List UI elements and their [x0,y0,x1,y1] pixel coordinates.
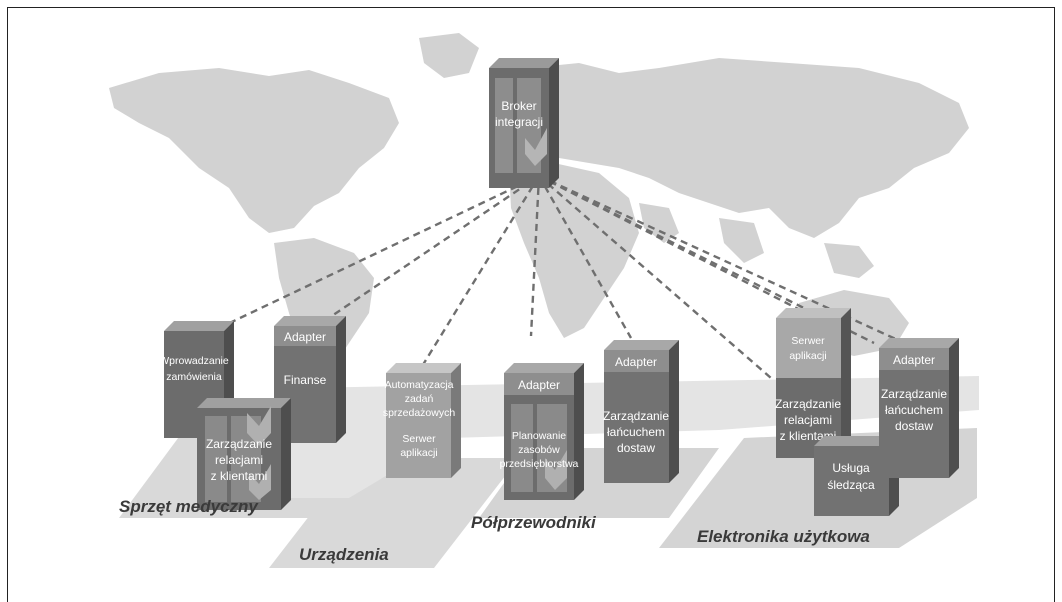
tracking-label-line2: śledząca [827,478,875,492]
app-server-right-label-line1: Serwer [791,335,825,347]
finance-label: Finanse [284,373,327,387]
region-label-devices: Urządzenia [299,545,389,564]
app-server-mid-label-line2: aplikacji [400,447,437,459]
sales-automation-label-line2: zadań [405,393,434,405]
scm-mid-label-line1: Zarządzanie [603,409,669,423]
sales-automation-label-line3: sprzedażowych [383,407,456,419]
adapter-finance-label: Adapter [284,330,326,344]
adapter-scm-mid-label: Adapter [615,355,657,369]
module-crm-right: Serwer aplikacji Zarządzanie relacjami z… [775,308,851,458]
order-entry-label-line1: Wprowadzanie [159,355,229,367]
module-crm-left: Zarządzanie relacjami z klientami [197,398,291,510]
integration-diagram: Broker integracji Wprowadzanie zamówieni… [99,28,982,583]
adapter-scm-right-label: Adapter [893,353,935,367]
region-label-medical: Sprzęt medyczny [119,497,259,516]
scm-mid-label-line2: łańcuchem [607,425,665,439]
crm-left-label-line2: relacjami [215,453,263,467]
region-label-consumer-electronics: Elektronika użytkowa [697,527,870,546]
region-label-semiconductors: Półprzewodniki [471,513,597,532]
module-order-entry: Wprowadzanie zamówienia [159,321,234,438]
module-finance: Adapter Finanse [274,316,346,443]
module-scm-mid: Adapter Zarządzanie łańcuchem dostaw [603,340,679,483]
erp-label-line1: Planowanie [512,430,566,442]
module-sales-automation: Automatyzacja zadań sprzedażowych Serwer… [383,363,461,478]
scm-right-label-line2: łańcuchem [885,403,943,417]
broker-server: Broker integracji [489,58,559,188]
crm-right-label-line1: Zarządzanie [775,397,841,411]
app-server-right-label-line2: aplikacji [789,350,826,362]
crm-left-label-line3: z klientami [211,469,268,483]
broker-label-line2: integracji [495,115,543,129]
tracking-label-line1: Usługa [832,461,870,475]
erp-label-line2: zasobów [518,444,560,456]
module-erp: Adapter Planowanie zasobów przedsiębiors… [500,363,584,500]
app-server-mid-label-line1: Serwer [402,433,436,445]
adapter-erp-label: Adapter [518,378,560,392]
crm-left-label-line1: Zarządzanie [206,437,272,451]
crm-right-label-line2: relacjami [784,413,832,427]
module-scm-right: Adapter Zarządzanie łańcuchem dostaw [879,338,959,478]
sales-automation-label-line1: Automatyzacja [385,379,454,391]
scm-right-label-line3: dostaw [895,419,933,433]
scm-mid-label-line3: dostaw [617,441,655,455]
erp-label-line3: przedsiębiorstwa [500,458,579,470]
broker-label-line1: Broker [501,99,536,113]
scm-right-label-line1: Zarządzanie [881,387,947,401]
order-entry-label-line2: zamówienia [166,371,222,383]
